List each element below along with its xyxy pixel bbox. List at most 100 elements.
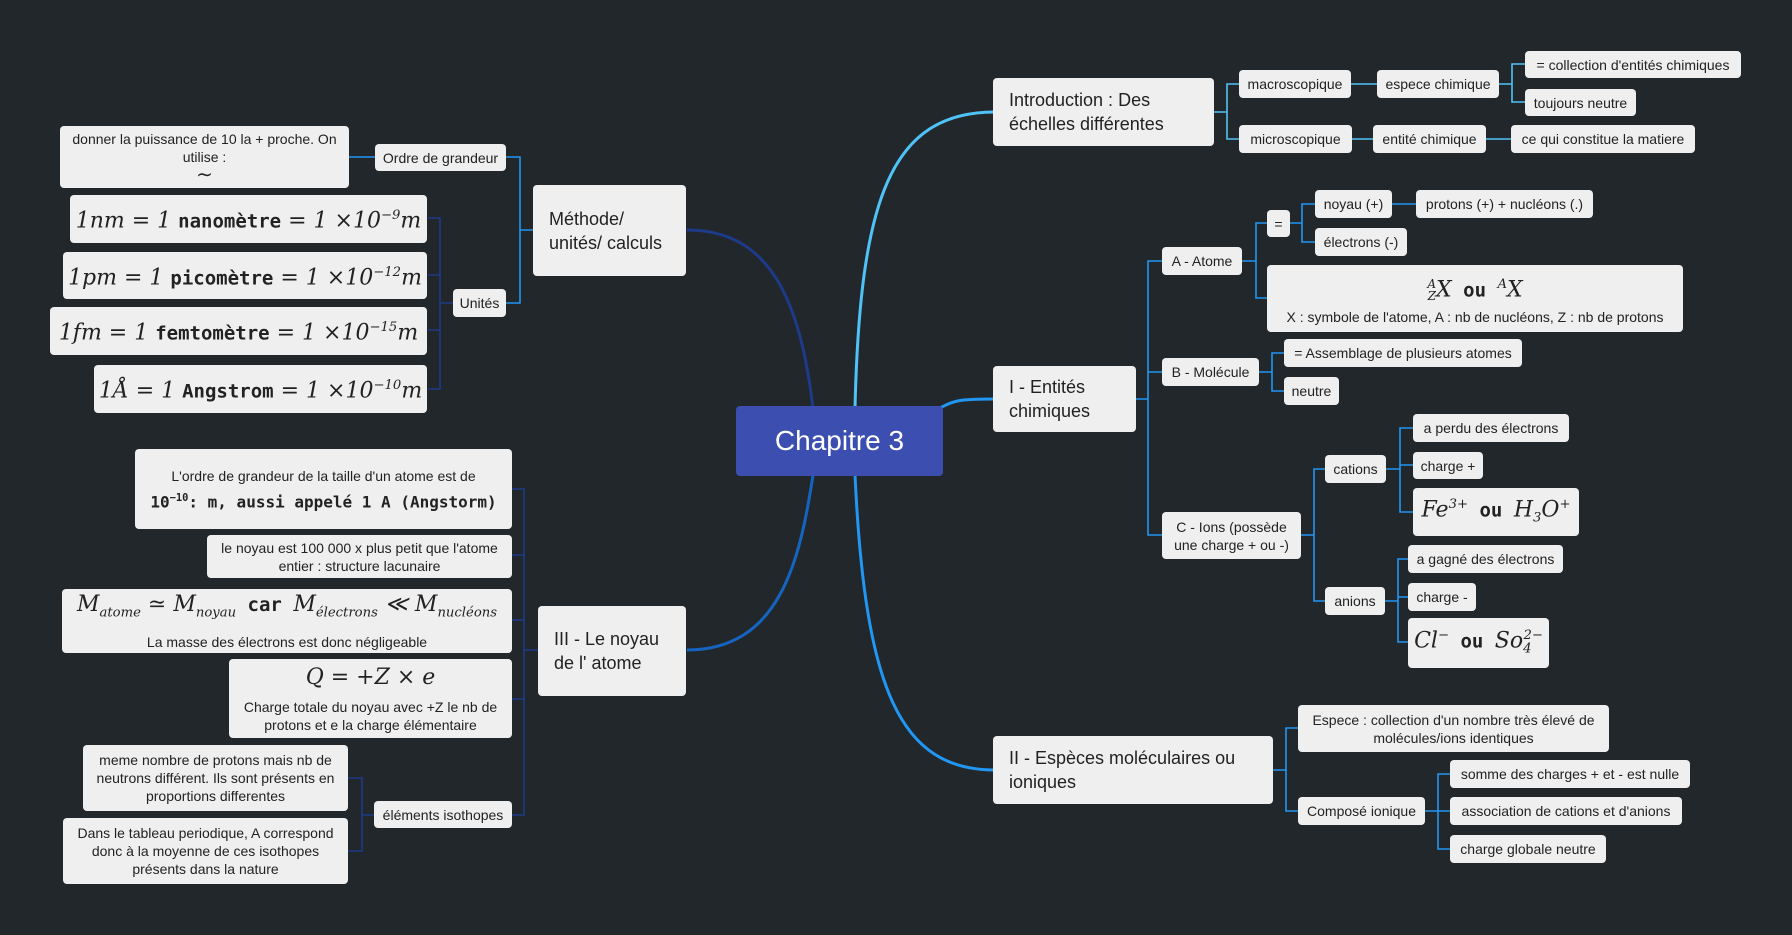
anion-ou: ou: [1449, 630, 1495, 653]
topic-gagne-electrons[interactable]: a gagné des électrons: [1408, 545, 1563, 573]
topic-equal[interactable]: =: [1267, 210, 1290, 237]
cation-formula: Fe3+ ou H3O+: [1422, 491, 1571, 533]
micro-label: microscopique: [1250, 131, 1341, 147]
formula-anion-examples[interactable]: Cl− ou So42−: [1408, 618, 1549, 668]
charge-formula: Q = +Z × e: [305, 664, 436, 690]
topic-lacunaire[interactable]: le noyau est 100 000 x plus petit que l'…: [207, 535, 512, 578]
topic-entites-chimiques[interactable]: I - Entités chimiques: [993, 366, 1136, 432]
topic-introduction[interactable]: Introduction : Des échelles différentes: [993, 78, 1214, 146]
topic-espece-chimique[interactable]: espece chimique: [1377, 70, 1499, 98]
somme-label: somme des charges + et - est nulle: [1460, 766, 1680, 782]
formula-femtometre[interactable]: 1fm = 1 femtomètre = 1 ×10−15m: [50, 307, 427, 355]
electrons-label: électrons (-): [1323, 234, 1399, 250]
topic-charge-minus[interactable]: charge -: [1408, 583, 1476, 611]
cation-a: Fe: [1421, 497, 1449, 523]
formula-cation-examples[interactable]: Fe3+ ou H3O+: [1413, 488, 1579, 536]
topic-charge-plus[interactable]: charge +: [1413, 452, 1483, 479]
topic-molecule[interactable]: B - Molécule: [1162, 358, 1259, 386]
topic-noyau-title: III - Le noyau de l' atome: [554, 629, 660, 673]
cation-ou: ou: [1468, 499, 1514, 522]
fm-word: femtomètre: [155, 322, 270, 345]
topic-cations[interactable]: cations: [1325, 455, 1386, 483]
formula-nm-text: 1nm = 1 nanomètre = 1 ×10−9m: [76, 202, 422, 235]
topic-microscopique[interactable]: microscopique: [1239, 125, 1352, 153]
central-topic[interactable]: Chapitre 3: [736, 406, 943, 476]
association-label: association de cations et d'anions: [1461, 803, 1671, 819]
notation-x: X: [1436, 277, 1452, 303]
topic-electrons[interactable]: électrons (-): [1315, 228, 1407, 256]
cation-b: H: [1513, 497, 1533, 523]
topic-protons-nucleons[interactable]: protons (+) + nucléons (.): [1416, 190, 1593, 218]
cation-ae: 3+: [1448, 497, 1469, 513]
topic-somme-charges[interactable]: somme des charges + et - est nulle: [1450, 760, 1690, 788]
globale-label: charge globale neutre: [1460, 841, 1596, 857]
topic-charge-globale[interactable]: charge globale neutre: [1450, 835, 1606, 863]
entite-label: entité chimique: [1382, 131, 1477, 147]
topic-ordre-de-grandeur[interactable]: Ordre de grandeur: [375, 144, 506, 171]
topic-especes[interactable]: II - Espèces moléculaires ou ioniques: [993, 736, 1273, 804]
lacunaire-text: le noyau est 100 000 x plus petit que l'…: [221, 539, 498, 574]
topic-macroscopique[interactable]: macroscopique: [1239, 70, 1351, 98]
formula-nanometre[interactable]: 1nm = 1 nanomètre = 1 ×10−9m: [70, 195, 427, 243]
charge-plus-label: charge +: [1420, 457, 1476, 474]
topic-constitue-matiere[interactable]: ce qui constitue la matiere: [1511, 125, 1695, 153]
formula-pm-text: 1pm = 1 picomètre = 1 ×10−12m: [68, 259, 422, 292]
topic-mol-neutre[interactable]: neutre: [1284, 377, 1339, 405]
ang-b: = 1 ×10: [273, 378, 374, 404]
nm-word: nanomètre: [178, 210, 282, 233]
ang-a: 1Å = 1: [98, 378, 183, 404]
masse-s2: noyau: [195, 605, 237, 621]
anion-formula: Cl− ou So42−: [1414, 622, 1543, 664]
topic-unites[interactable]: Unités: [453, 289, 506, 317]
topic-iso-text2[interactable]: Dans le tableau periodique, A correspond…: [63, 818, 348, 884]
fm-exp: −15: [369, 320, 398, 336]
collection-label: = collection d'entités chimiques: [1536, 56, 1730, 73]
notation-text: X : symbole de l'atome, A : nb de nucléo…: [1286, 309, 1664, 326]
topic-ions[interactable]: C - Ions (possède une charge + ou -): [1162, 512, 1301, 559]
topic-charge-noyau[interactable]: Q = +Z × e Charge totale du noyau avec +…: [229, 659, 512, 738]
topic-anions[interactable]: anions: [1325, 587, 1385, 615]
nm-exp: −9: [380, 208, 401, 224]
topic-entite-chimique[interactable]: entité chimique: [1373, 125, 1486, 153]
topic-toujours-neutre[interactable]: toujours neutre: [1525, 89, 1636, 116]
topic-noyau[interactable]: III - Le noyau de l' atome: [538, 606, 686, 696]
espece-collection-text: Espece : collection d'un nombre très éle…: [1312, 711, 1595, 746]
tilde-symbol: ∼: [196, 164, 213, 186]
ions-label: C - Ions (possède une charge + ou -): [1174, 518, 1289, 553]
topic-compose-ionique[interactable]: Composé ionique: [1298, 797, 1425, 825]
topic-masse[interactable]: Matome ≃ Mnoyau car Mélectrons ≪ Mnucléo…: [62, 589, 512, 653]
gagne-label: a gagné des électrons: [1416, 551, 1555, 567]
masse-text: La masse des électrons est donc négligea…: [146, 634, 428, 651]
constitue-label: ce qui constitue la matiere: [1521, 131, 1685, 147]
central-topic-title: Chapitre 3: [774, 425, 905, 456]
topic-perdu-electrons[interactable]: a perdu des électrons: [1413, 414, 1569, 442]
topic-entites-title: I - Entités chimiques: [1009, 377, 1091, 421]
topic-noyau-plus[interactable]: noyau (+): [1315, 190, 1392, 218]
topic-taille-atome[interactable]: L'ordre de grandeur de la taille d'un at…: [135, 449, 512, 529]
taille-formula: 10−10: m, aussi appelé 1 A (Angstorm): [150, 489, 496, 511]
topic-association[interactable]: association de cations et d'anions: [1450, 797, 1682, 825]
masse-car: car: [236, 593, 294, 616]
topic-atome[interactable]: A - Atome: [1162, 247, 1242, 275]
topic-isotopes[interactable]: éléments isothopes: [374, 801, 512, 828]
pm-exp: −12: [373, 264, 402, 280]
topic-ordre-text[interactable]: donner la puissance de 10 la + proche. O…: [60, 126, 349, 188]
topic-assemblage[interactable]: = Assemblage de plusieurs atomes: [1284, 339, 1522, 367]
taille-rest: : m, aussi appelé 1 A (Angstorm): [188, 492, 497, 512]
anion-b: So: [1494, 628, 1524, 654]
macro-label: macroscopique: [1247, 76, 1343, 92]
assemblage-label: = Assemblage de plusieurs atomes: [1294, 345, 1512, 361]
anion-a: Cl: [1414, 628, 1438, 654]
topic-methode[interactable]: Méthode/ unités/ calculs: [533, 185, 686, 276]
topic-espece-collection[interactable]: Espece : collection d'un nombre très éle…: [1298, 705, 1609, 752]
topic-collection[interactable]: = collection d'entités chimiques: [1525, 51, 1741, 78]
masse-m2: M: [173, 591, 196, 617]
anion-be: 2−: [1523, 628, 1543, 644]
pm-a: 1pm = 1: [68, 265, 171, 291]
topic-iso-text1[interactable]: meme nombre de protons mais nb de neutro…: [83, 745, 348, 811]
formula-picometre[interactable]: 1pm = 1 picomètre = 1 ×10−12m: [63, 252, 427, 299]
formula-angstrom[interactable]: 1Å = 1 Angstrom = 1 ×10−10m: [94, 365, 427, 413]
